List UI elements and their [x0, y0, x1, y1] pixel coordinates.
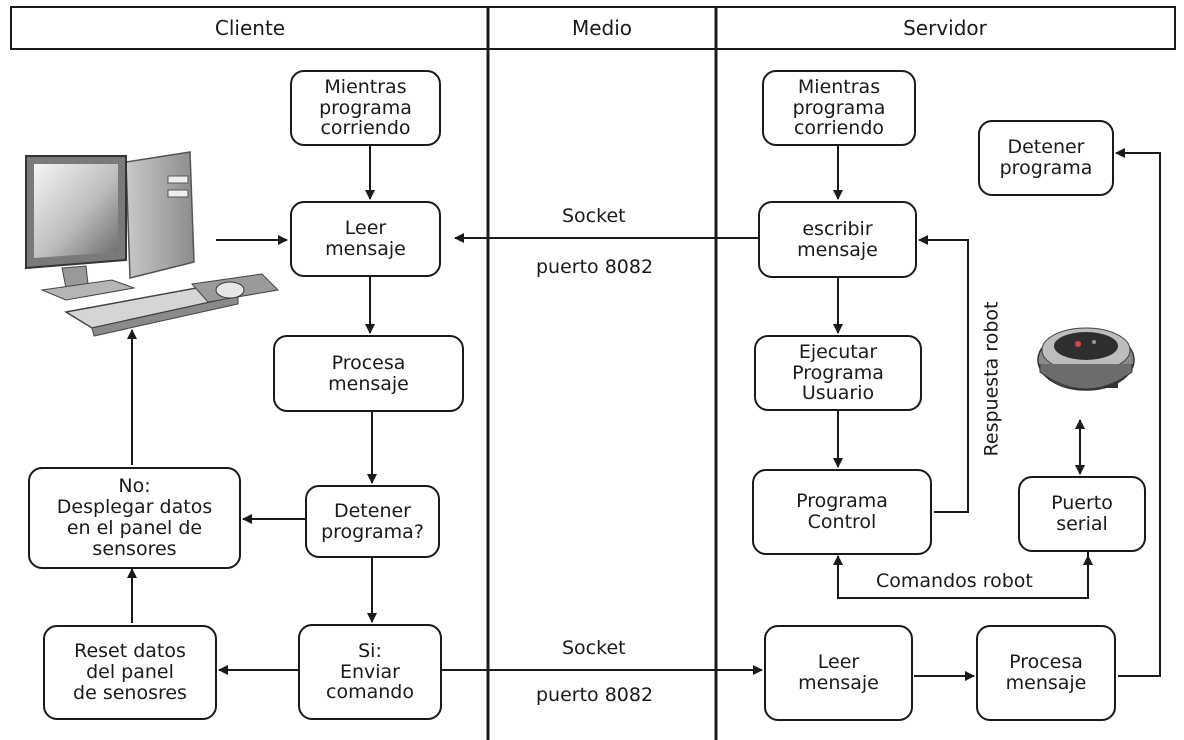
server-stop-program-box[interactable]: Detener programa: [978, 120, 1114, 196]
lane-header-server: Servidor: [716, 6, 1176, 50]
socket-label-bottom: Socket: [562, 637, 626, 659]
client-process-message-box[interactable]: Procesa mensaje: [273, 335, 464, 412]
client-reset-data-box[interactable]: Reset datos del panel de senosres: [43, 625, 217, 720]
port-label-top: puerto 8082: [536, 256, 654, 278]
client-stop-decision-box[interactable]: Detener programa?: [305, 485, 440, 558]
server-serial-port-box[interactable]: Puerto serial: [1018, 476, 1146, 552]
server-loop-box[interactable]: Mientras programa corriendo: [762, 70, 916, 146]
client-send-command-box[interactable]: Si: Enviar comando: [298, 624, 442, 720]
server-process-message-box[interactable]: Procesa mensaje: [976, 625, 1116, 721]
desktop-computer-icon: [25, 151, 280, 337]
client-display-data-box[interactable]: No: Desplegar datos en el panel de senso…: [28, 467, 241, 569]
server-control-program-box[interactable]: Programa Control: [752, 469, 932, 555]
arrow-robot-response: [918, 235, 969, 513]
client-loop-box[interactable]: Mientras programa corriendo: [290, 70, 441, 146]
robot-response-label: Respuesta robot: [980, 301, 1003, 457]
robot-commands-label: Comandos robot: [874, 570, 1035, 592]
server-read-message-box[interactable]: Leer mensaje: [764, 625, 913, 721]
robot-icon: [1037, 327, 1135, 391]
lane-dividers: [486, 6, 718, 740]
server-execute-program-box[interactable]: Ejecutar Programa Usuario: [754, 335, 922, 411]
port-label-bottom: puerto 8082: [536, 684, 654, 706]
lane-header-medium: Medio: [488, 6, 716, 50]
client-read-message-box[interactable]: Leer mensaje: [290, 201, 441, 277]
server-write-message-box[interactable]: escribir mensaje: [758, 201, 917, 278]
lane-header-client: Cliente: [10, 6, 488, 50]
socket-label-top: Socket: [562, 205, 626, 227]
arrow-process-to-stop: [1115, 148, 1161, 677]
